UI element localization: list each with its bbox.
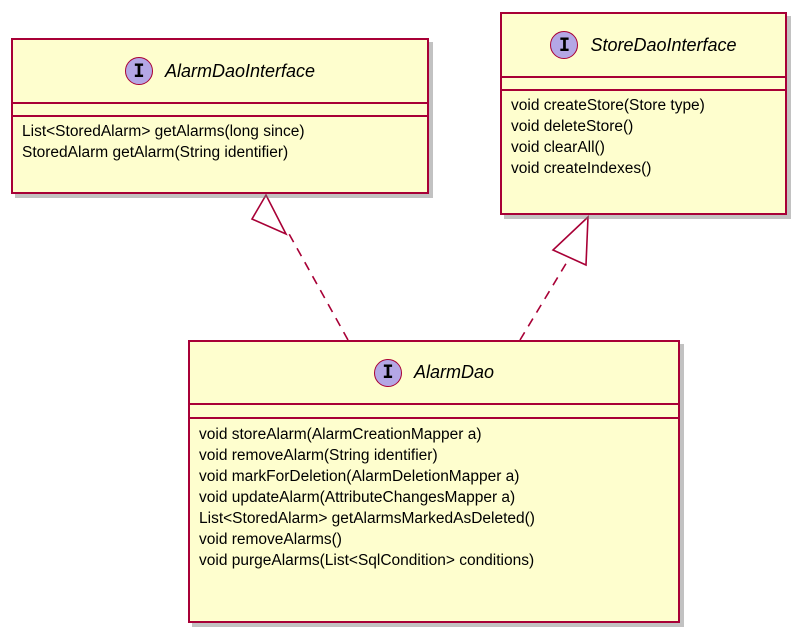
fields-compartment [502, 78, 785, 91]
methods-compartment: void storeAlarm(AlarmCreationMapper a) v… [190, 419, 678, 571]
method-item: void createStore(Store type) [511, 97, 705, 114]
class-name: AlarmDaoInterface [164, 60, 316, 81]
realization-arrowhead-alarmdaointerface [250, 193, 288, 236]
realization-edge-alarmdaointerface [287, 231, 349, 341]
interface-stereotype-icon: I [124, 57, 153, 85]
method-item: void purgeAlarms(List<SqlCondition> cond… [199, 552, 535, 569]
class-header: I AlarmDaoInterface [13, 40, 427, 104]
class-storedaointerface[interactable]: I StoreDaoInterface void createStore(Sto… [500, 12, 787, 215]
method-item: void updateAlarm(AttributeChangesMapper … [199, 489, 516, 506]
class-header: I StoreDaoInterface [502, 14, 785, 78]
class-alarmdaointerface[interactable]: I AlarmDaoInterface List<StoredAlarm> ge… [11, 38, 429, 194]
fields-compartment [190, 405, 678, 419]
class-name: StoreDaoInterface [590, 34, 737, 55]
stereotype-letter: I [382, 361, 394, 383]
method-item: StoredAlarm getAlarm(String identifier) [22, 144, 289, 161]
stereotype-letter: I [133, 59, 145, 82]
methods-compartment: void createStore(Store type) void delete… [502, 91, 785, 179]
class-header: I AlarmDao [190, 342, 678, 405]
method-item: List<StoredAlarm> getAlarmsMarkedAsDelet… [199, 510, 535, 527]
interface-stereotype-icon: I [550, 31, 579, 59]
realization-arrowhead-storedaointerface [551, 215, 589, 267]
stereotype-letter: I [558, 33, 571, 56]
method-item: void storeAlarm(AlarmCreationMapper a) [199, 426, 482, 443]
class-name: AlarmDao [413, 362, 495, 382]
method-item: void removeAlarms() [199, 531, 342, 548]
fields-compartment [13, 104, 427, 117]
method-item: void deleteStore() [511, 118, 634, 135]
realization-edge-storedaointerface [519, 256, 571, 341]
class-alarmdao[interactable]: I AlarmDao void storeAlarm(AlarmCreation… [188, 340, 680, 623]
methods-compartment: List<StoredAlarm> getAlarms(long since) … [13, 117, 427, 163]
method-item: void createIndexes() [511, 160, 652, 177]
method-item: void clearAll() [511, 139, 605, 156]
method-item: void removeAlarm(String identifier) [199, 447, 438, 464]
method-item: void markForDeletion(AlarmDeletionMapper… [199, 468, 520, 485]
method-item: List<StoredAlarm> getAlarms(long since) [22, 123, 305, 140]
interface-stereotype-icon: I [373, 358, 402, 387]
